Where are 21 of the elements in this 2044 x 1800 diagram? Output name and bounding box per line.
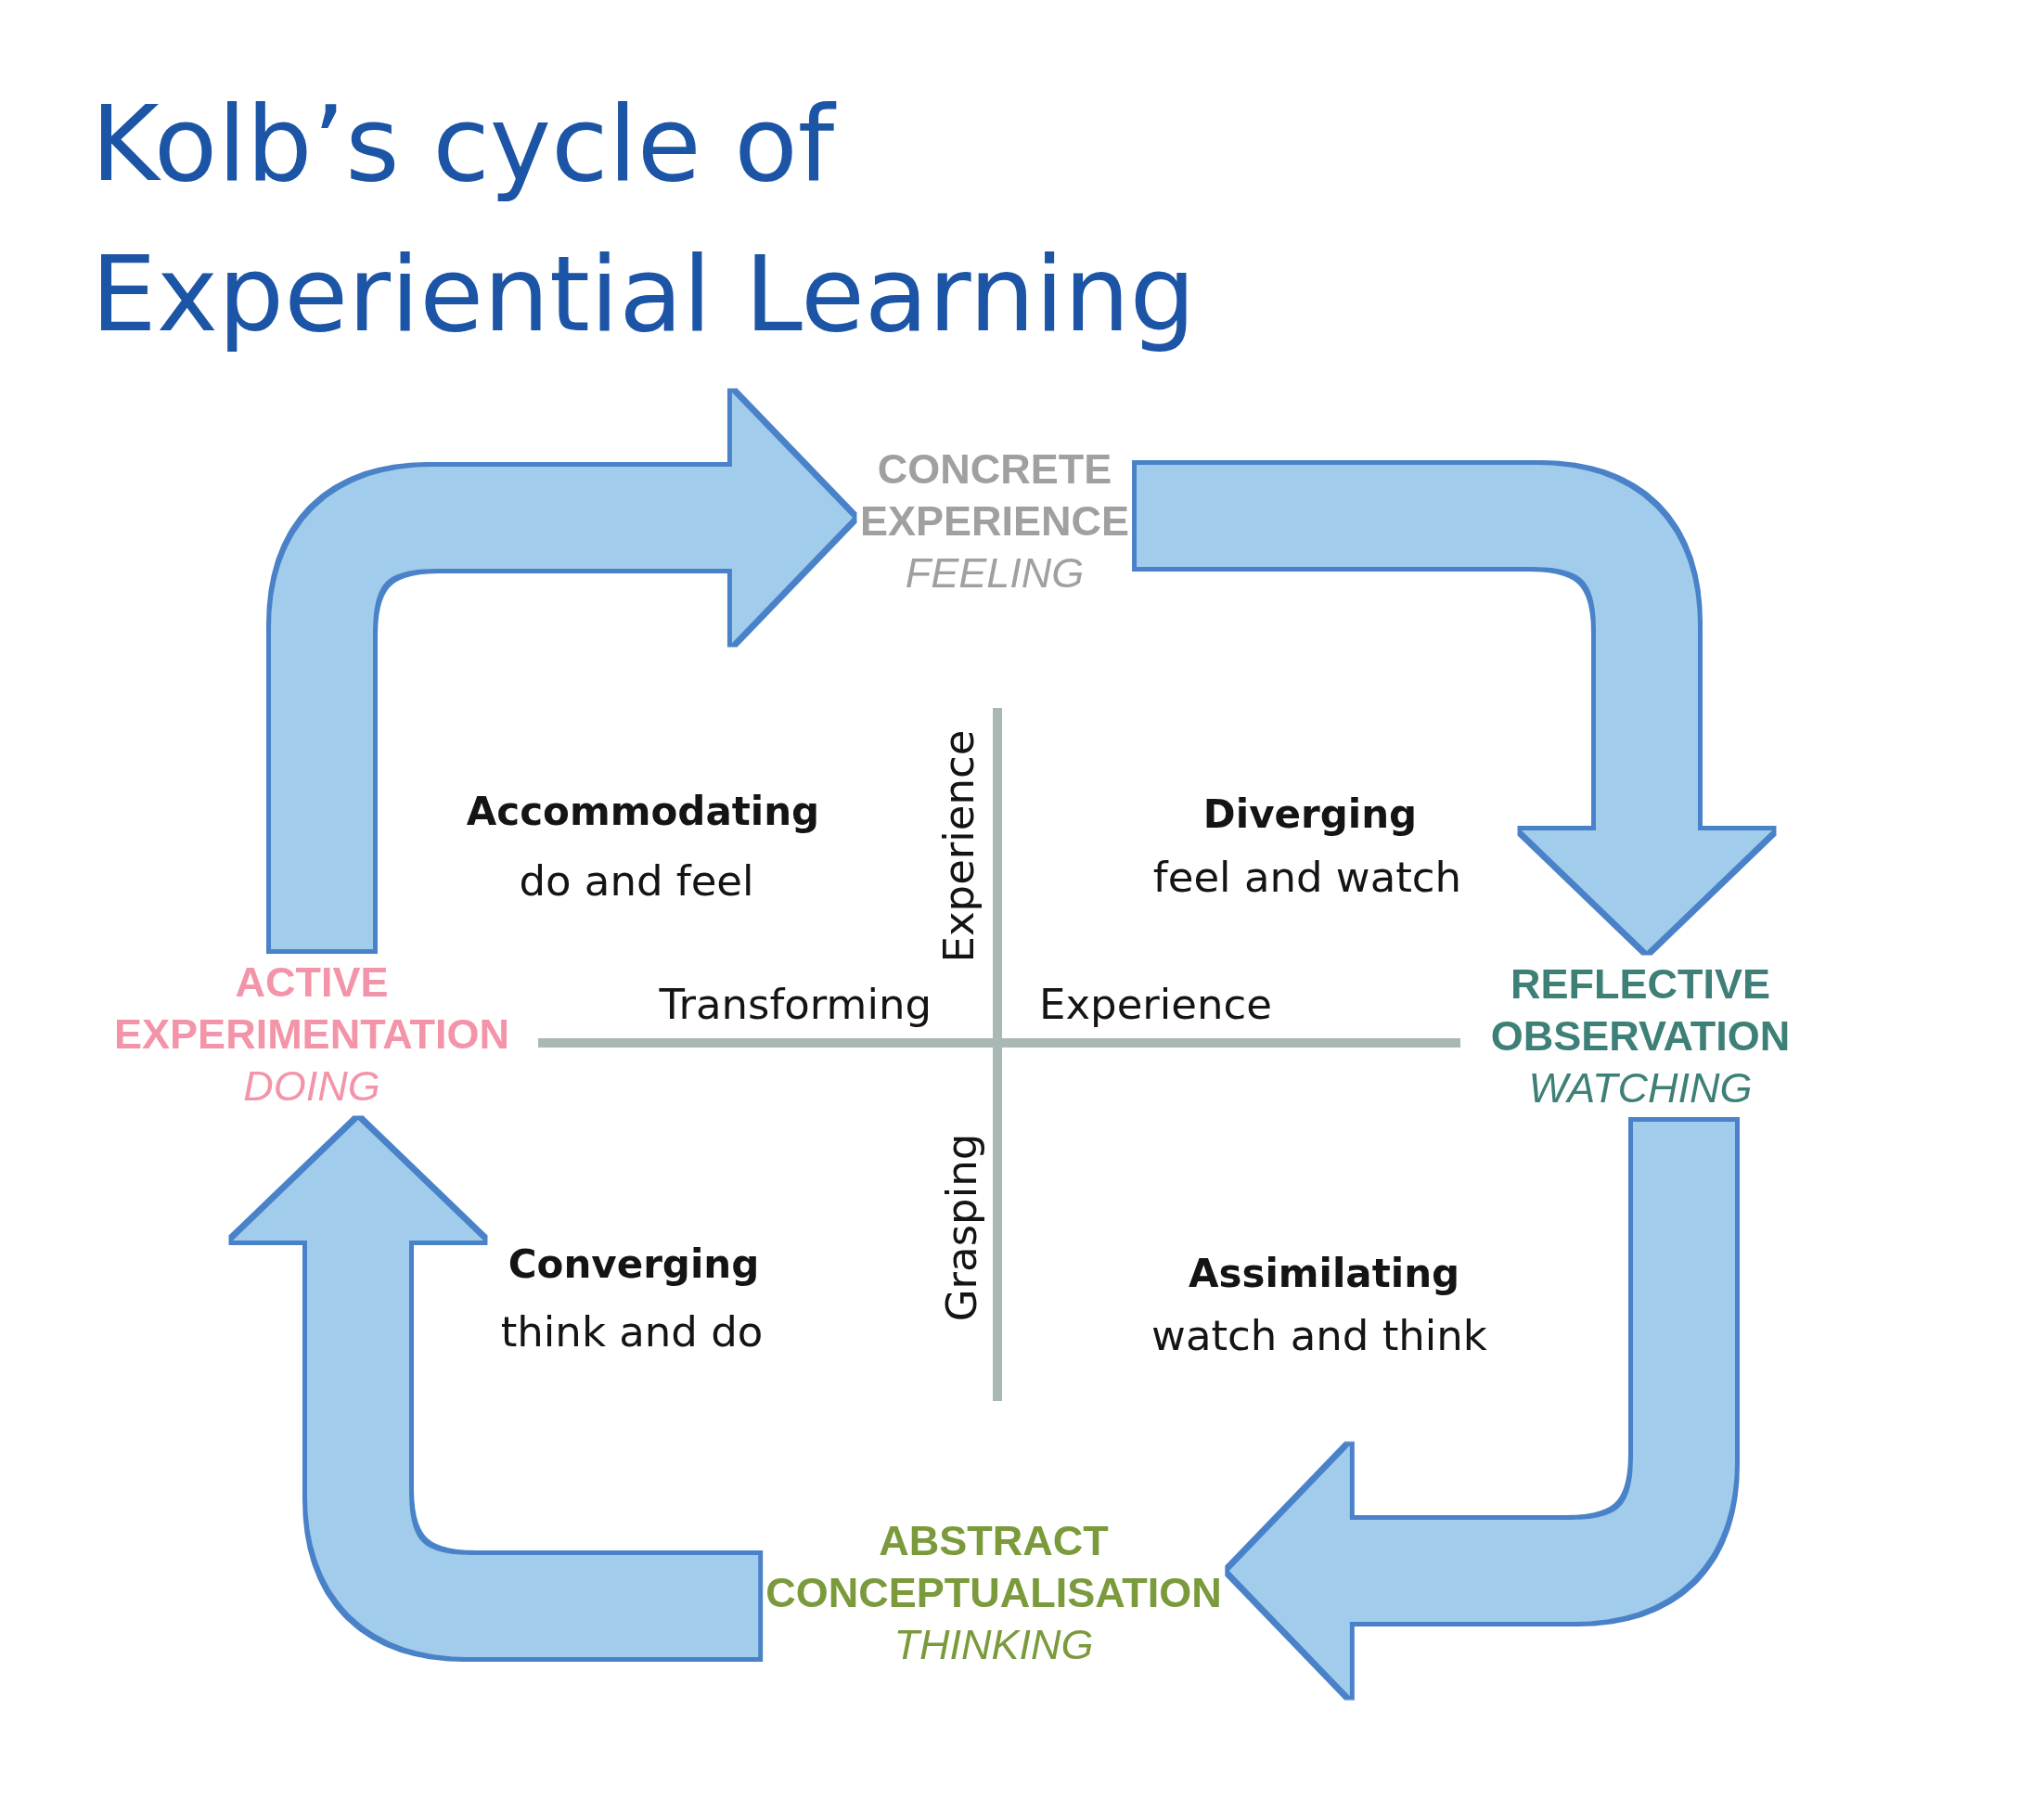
stage-subtitle: FEELING xyxy=(905,548,1085,598)
stage-heading: REFLECTIVE OBSERVATION xyxy=(1490,959,1791,1061)
stage-heading: ABSTRACT CONCEPTUALISATION xyxy=(765,1516,1222,1618)
diagram-title: Kolb’s cycle of Experiential Learning xyxy=(91,83,1197,356)
quadrant-title: Converging xyxy=(508,1241,760,1289)
quadrant-description: watch and think xyxy=(1151,1311,1487,1361)
axis-label: Experience xyxy=(1039,980,1272,1030)
axis-label: Transforming xyxy=(659,980,932,1030)
stage-subtitle: WATCHING xyxy=(1528,1063,1753,1113)
quadrant-title: Diverging xyxy=(1202,791,1418,839)
stage-subtitle: DOING xyxy=(243,1061,380,1112)
axis-label: Grasping xyxy=(937,1133,987,1322)
quadrant-description: think and do xyxy=(500,1307,764,1357)
quadrant-description: feel and watch xyxy=(1152,853,1462,903)
axis-label: Experience xyxy=(934,729,984,963)
quadrant-title: Assimilating xyxy=(1188,1250,1460,1298)
stage-heading: CONCRETE EXPERIENCE xyxy=(859,444,1130,546)
quadrant-title: Accommodating xyxy=(466,788,820,836)
stage-heading: ACTIVE EXPERIMENTATION xyxy=(114,958,509,1060)
quadrant-description: do and feel xyxy=(519,856,754,906)
stage-subtitle: THINKING xyxy=(893,1620,1094,1670)
